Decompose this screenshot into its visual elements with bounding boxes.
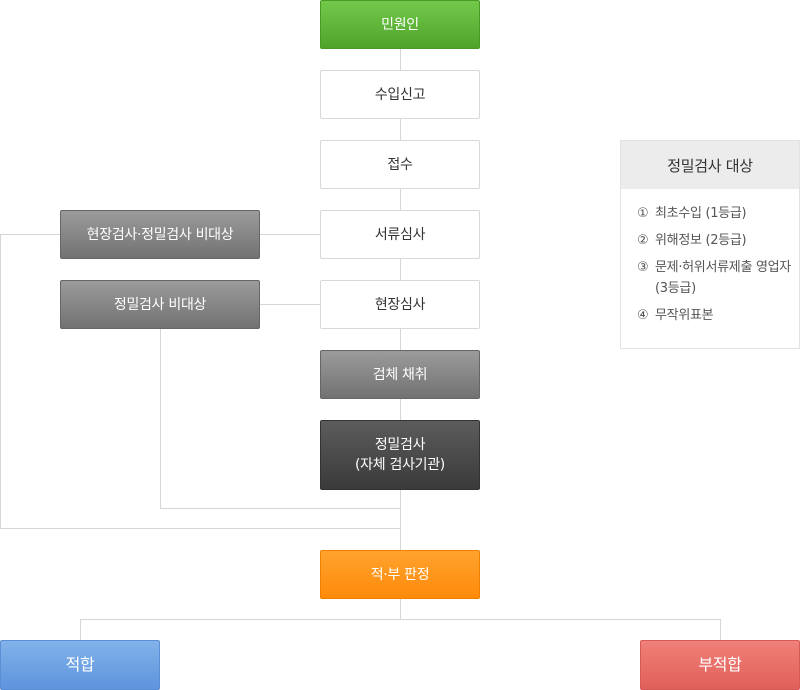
step-precision-inspection-line2: (자체 검사기관)	[355, 457, 445, 473]
step-precision-inspection-line1: 정밀검사	[374, 437, 426, 453]
branch-exempt-precision-label: 정밀검사 비대상	[113, 296, 207, 313]
step-judgment-label: 적·부 판정	[370, 566, 430, 583]
precision-target-title: 정밀검사 대상	[621, 141, 799, 189]
item-number: ④	[637, 308, 649, 323]
precision-target-list: ① 최초수입 (1등급) ② 위해정보 (2등급) ③ 문제·허위서류제출 영업…	[621, 189, 799, 326]
result-fail-label: 부적합	[698, 655, 742, 674]
result-pass: 적합	[0, 640, 160, 690]
connector-exempt2-down	[160, 329, 161, 509]
list-item: ③ 문제·허위서류제출 영업자 (3등급)	[637, 257, 791, 299]
item-number: ①	[637, 206, 649, 221]
connector-exempt1-down	[0, 234, 1, 529]
list-item: ② 위해정보 (2등급)	[637, 230, 791, 251]
connector-exempt2-right	[259, 304, 320, 305]
connector-result-horizontal	[80, 619, 721, 620]
branch-exempt-site-precision-label: 현장검사·정밀검사 비대상	[86, 226, 234, 243]
item-number: ②	[637, 233, 649, 248]
item-number: ③	[637, 260, 649, 275]
item-text: 무작위표본	[655, 308, 714, 323]
connector-judgment-down	[400, 599, 401, 619]
list-item: ① 최초수입 (1등급)	[637, 203, 791, 224]
step-document-review-label: 서류심사	[374, 226, 426, 243]
step-document-review: 서류심사	[320, 210, 480, 259]
branch-exempt-site-precision: 현장검사·정밀검사 비대상	[60, 210, 260, 259]
step-sampling: 검체 채취	[320, 350, 480, 399]
precision-target-panel: 정밀검사 대상 ① 최초수입 (1등급) ② 위해정보 (2등급) ③ 문제·허…	[620, 140, 800, 349]
list-item: ④ 무작위표본	[637, 305, 791, 326]
step-import-report: 수입신고	[320, 70, 480, 119]
result-fail: 부적합	[640, 640, 800, 690]
step-precision-inspection: 정밀검사 (자체 검사기관)	[320, 420, 480, 490]
step-import-report-label: 수입신고	[374, 86, 426, 103]
connector-exempt2-bottom	[160, 508, 401, 509]
item-text: 위해정보 (2등급)	[655, 233, 747, 248]
branch-exempt-precision: 정밀검사 비대상	[60, 280, 260, 329]
connector-to-pass	[80, 619, 81, 640]
step-sampling-label: 검체 채취	[372, 366, 428, 383]
result-pass-label: 적합	[65, 655, 95, 674]
connector-exempt1-right	[259, 234, 320, 235]
step-judgment: 적·부 판정	[320, 550, 480, 599]
item-text: 문제·허위서류제출 영업자 (3등급)	[655, 260, 791, 296]
step-reception: 접수	[320, 140, 480, 189]
item-text: 최초수입 (1등급)	[655, 206, 747, 221]
connector-exempt1-left	[0, 234, 60, 235]
step-applicant: 민원인	[320, 0, 480, 49]
step-site-review-label: 현장심사	[374, 296, 426, 313]
connector-exempt1-bottom	[0, 528, 401, 529]
step-applicant-label: 민원인	[381, 16, 419, 33]
connector-to-fail	[720, 619, 721, 640]
step-reception-label: 접수	[387, 156, 413, 173]
step-site-review: 현장심사	[320, 280, 480, 329]
